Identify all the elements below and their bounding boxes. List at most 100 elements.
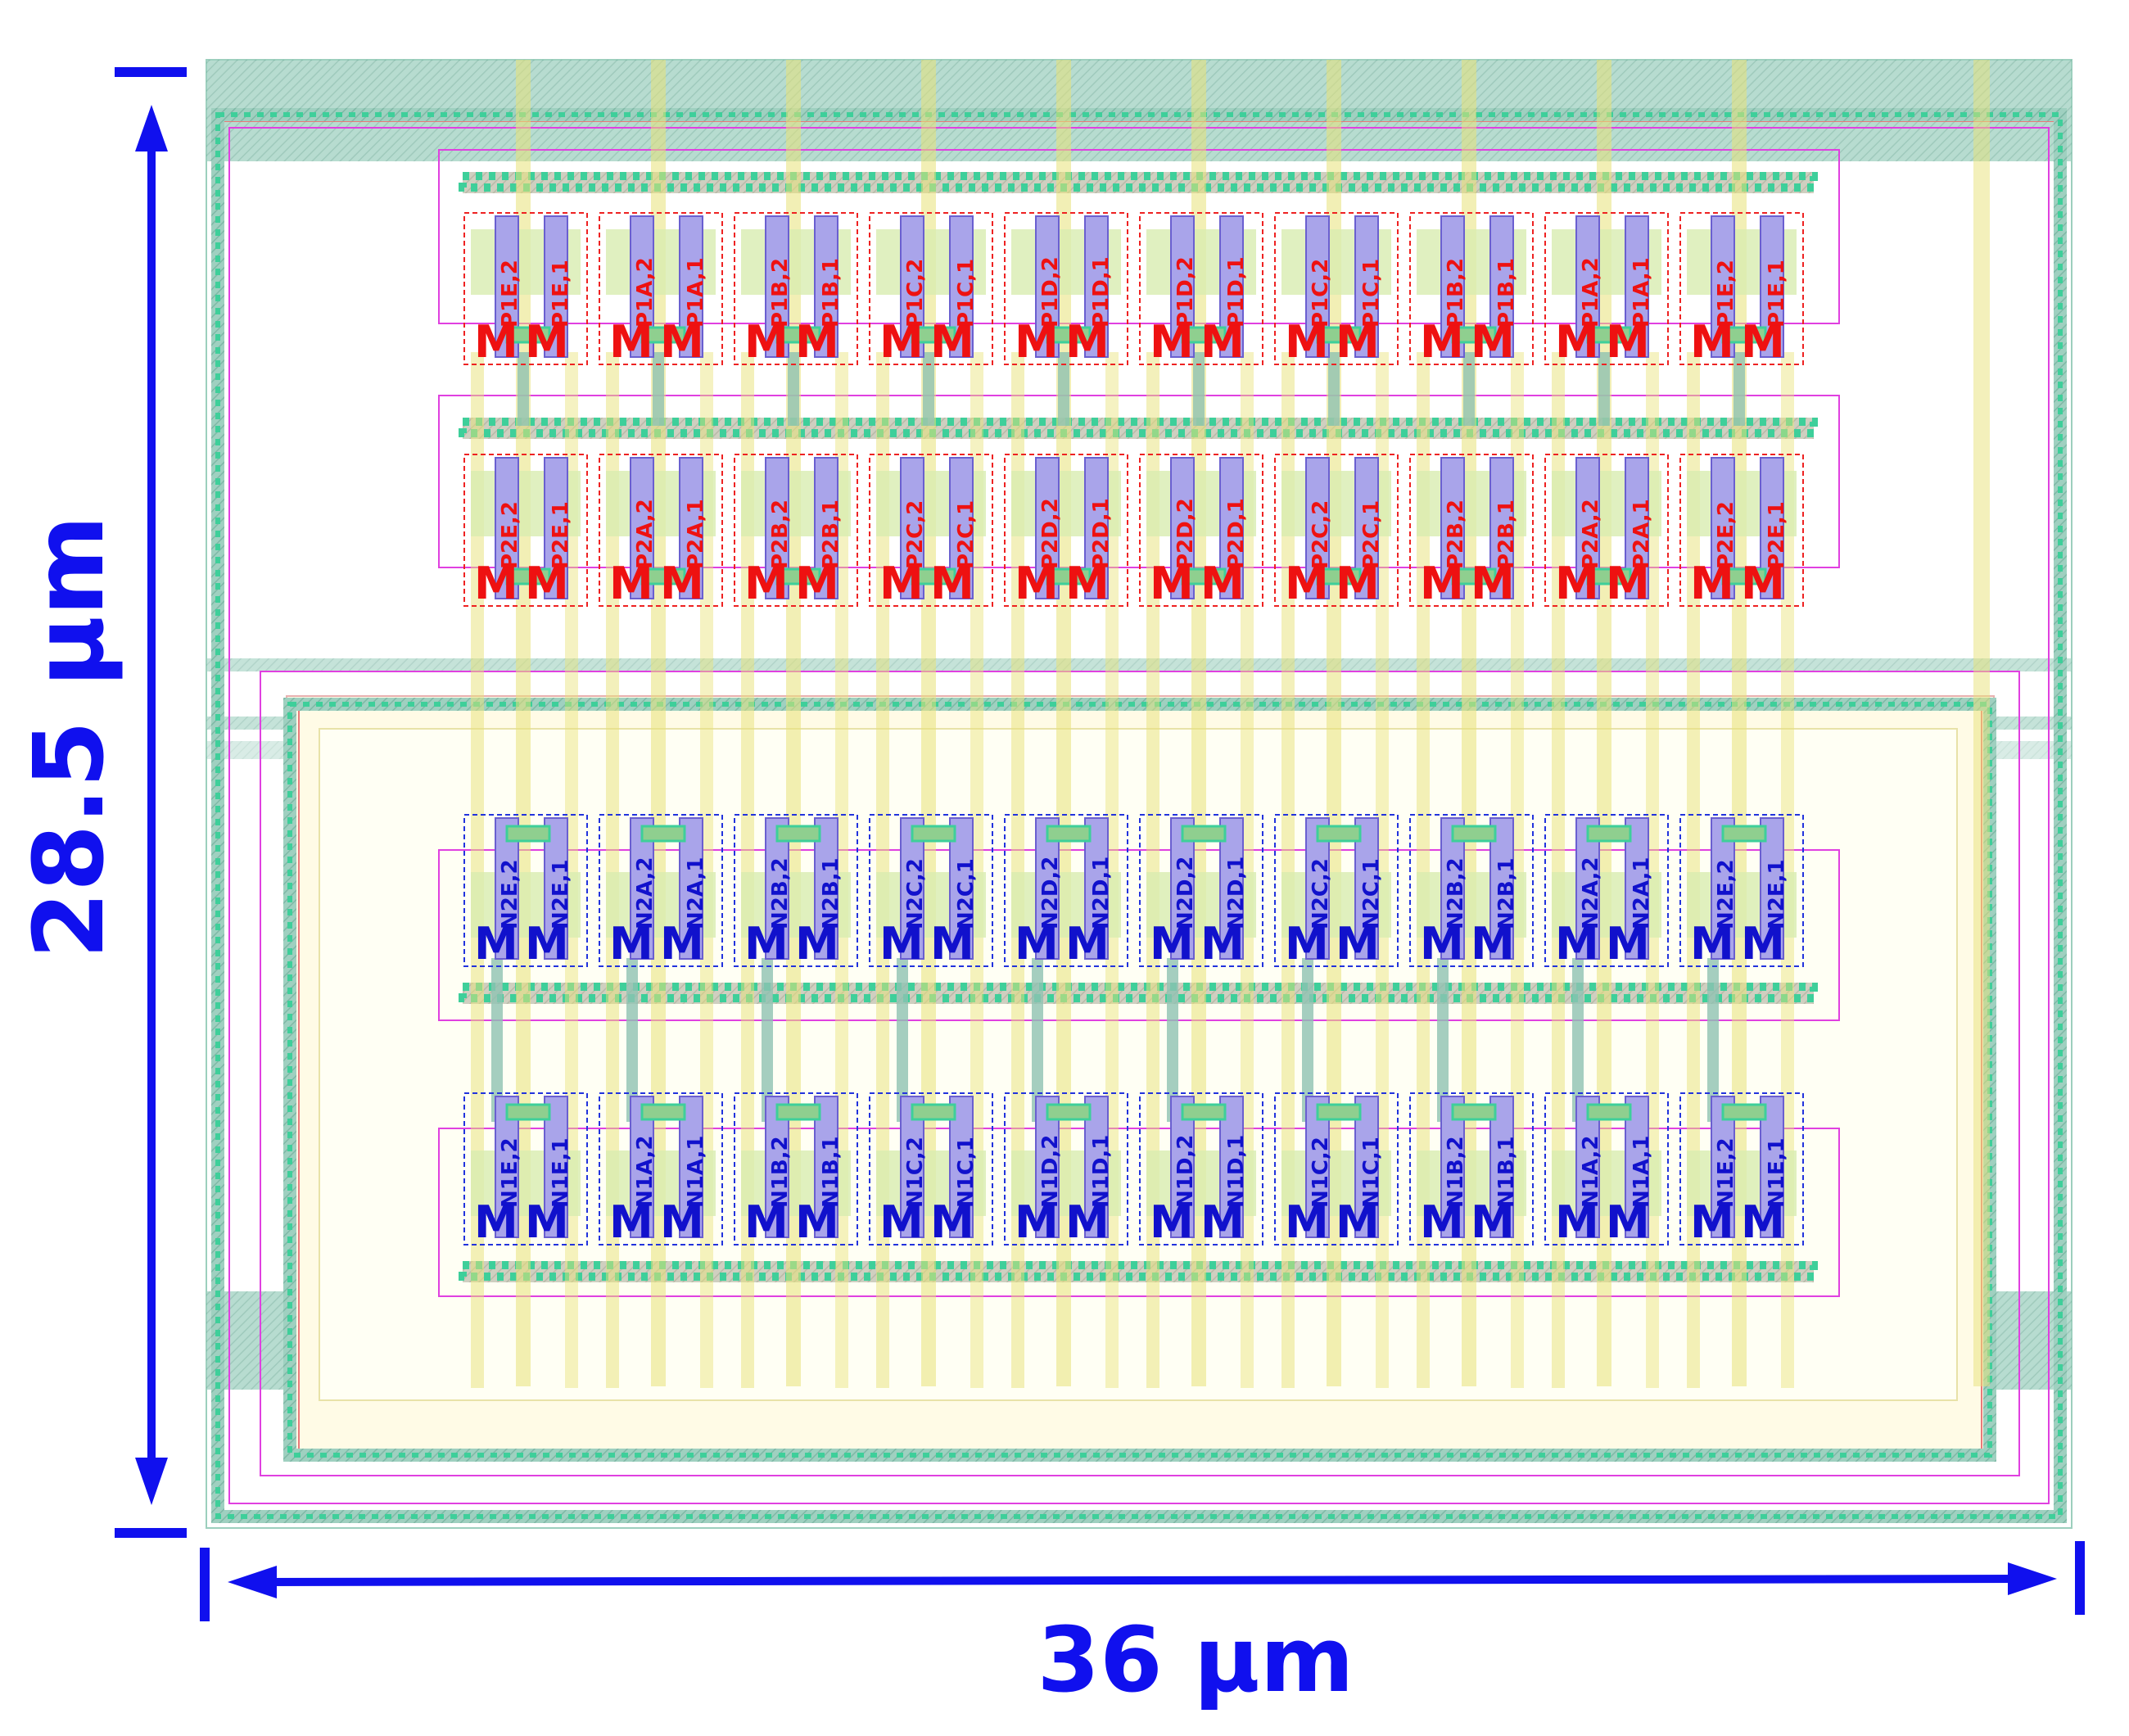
device-subscript: N1B,2 xyxy=(768,1136,793,1208)
interconnect xyxy=(1167,958,1178,1122)
device-outline xyxy=(1679,454,1804,607)
device-subscript: N1D,1 xyxy=(1089,1135,1114,1208)
device-prefix: M xyxy=(660,316,704,368)
gate-finger xyxy=(679,817,703,960)
device-outline xyxy=(869,212,993,365)
device-subscript: N2A,2 xyxy=(1579,857,1603,929)
device-outline xyxy=(869,454,993,607)
device-prefix: M xyxy=(879,1196,924,1248)
metal-track xyxy=(606,352,619,1388)
gate-finger xyxy=(679,457,703,599)
device-outline xyxy=(1274,1092,1399,1245)
device-subscript: P1E,1 xyxy=(1765,260,1789,328)
device-subscript: N2B,1 xyxy=(1494,857,1519,929)
gate-contact xyxy=(505,567,551,585)
device-prefix: M xyxy=(1606,918,1650,970)
device-subscript: P2C,2 xyxy=(903,500,928,569)
gate-contact xyxy=(505,326,551,344)
device-prefix: M xyxy=(525,1196,569,1248)
gate-contact xyxy=(505,1103,551,1121)
gate-contact xyxy=(1316,326,1362,344)
device-subscript: N2E,1 xyxy=(1765,859,1789,929)
gate-contact xyxy=(1721,1103,1767,1121)
device-prefix: M xyxy=(1741,316,1785,368)
device-prefix: M xyxy=(1065,558,1110,609)
device-array: MP1E,2MP1E,1MP1A,2MP1A,1MP1B,2MP1B,1MP1C… xyxy=(463,212,1804,1248)
device-prefix: M xyxy=(1420,316,1464,368)
device-outline xyxy=(463,814,588,967)
gate-contact xyxy=(1586,326,1632,344)
interconnect xyxy=(518,352,529,426)
device-outline xyxy=(1139,1092,1263,1245)
metal-track xyxy=(1281,352,1295,1388)
device-prefix: M xyxy=(1065,918,1110,970)
device-prefix: M xyxy=(1741,918,1785,970)
device-prefix: M xyxy=(1555,316,1599,368)
device-prefix: M xyxy=(1555,918,1599,970)
device-subscript: P1C,2 xyxy=(903,259,928,328)
device-outline xyxy=(1139,814,1263,967)
device-prefix: M xyxy=(1150,316,1194,368)
device-subscript: N2A,1 xyxy=(684,857,708,929)
device-outline xyxy=(1544,814,1669,967)
interconnect xyxy=(1733,352,1745,426)
device-subscript: N1D,2 xyxy=(1173,1135,1198,1208)
width-arrowhead-left xyxy=(228,1566,277,1598)
device-prefix: M xyxy=(1336,1196,1380,1248)
device-subscript: N2B,2 xyxy=(1444,857,1468,929)
interconnect xyxy=(1598,352,1610,426)
device-subscript: N1A,2 xyxy=(1579,1136,1603,1208)
device-subscript: N1A,1 xyxy=(684,1136,708,1208)
device-subscript: P2B,2 xyxy=(1444,500,1468,569)
device-subscript: N1D,2 xyxy=(1038,1135,1063,1208)
interconnect xyxy=(626,958,638,1122)
device-outline xyxy=(734,1092,858,1245)
device-prefix: M xyxy=(795,918,839,970)
device-subscript: N1E,1 xyxy=(549,1137,573,1208)
device-subscript: P2D,1 xyxy=(1089,498,1114,569)
device-prefix: M xyxy=(474,918,518,970)
device-subscript: P1B,1 xyxy=(819,258,843,328)
device-subscript: P1A,2 xyxy=(633,257,658,328)
gate-contact xyxy=(775,326,821,344)
device-prefix: M xyxy=(474,316,518,368)
metal-track xyxy=(1417,352,1430,1388)
interconnect xyxy=(762,958,773,1122)
device-prefix: M xyxy=(1420,1196,1464,1248)
device-outline xyxy=(599,1092,723,1245)
device-prefix: M xyxy=(1200,316,1245,368)
interconnect xyxy=(788,352,799,426)
device-prefix: M xyxy=(930,316,974,368)
device-outline xyxy=(463,454,588,607)
interconnect xyxy=(1572,958,1584,1122)
device-subscript: N2E,2 xyxy=(1714,859,1738,929)
device-prefix: M xyxy=(1690,558,1734,609)
device-prefix: M xyxy=(930,558,974,609)
device-outline xyxy=(599,814,723,967)
device-subscript: N1B,2 xyxy=(1444,1136,1468,1208)
device-subscript: P2B,2 xyxy=(768,500,793,569)
device-outline xyxy=(599,454,723,607)
device-prefix: M xyxy=(744,558,789,609)
device-prefix: M xyxy=(1471,918,1515,970)
device-subscript: N1E,2 xyxy=(498,1137,522,1208)
device-prefix: M xyxy=(1690,918,1734,970)
device-prefix: M xyxy=(1471,1196,1515,1248)
gate-contact xyxy=(1181,567,1227,585)
device-prefix: M xyxy=(1336,918,1380,970)
outer-guard-ring xyxy=(211,108,2067,1523)
device-outline xyxy=(1679,212,1804,365)
gate-contact xyxy=(1181,825,1227,843)
gate-contact xyxy=(1451,567,1497,585)
device-prefix: M xyxy=(744,316,789,368)
